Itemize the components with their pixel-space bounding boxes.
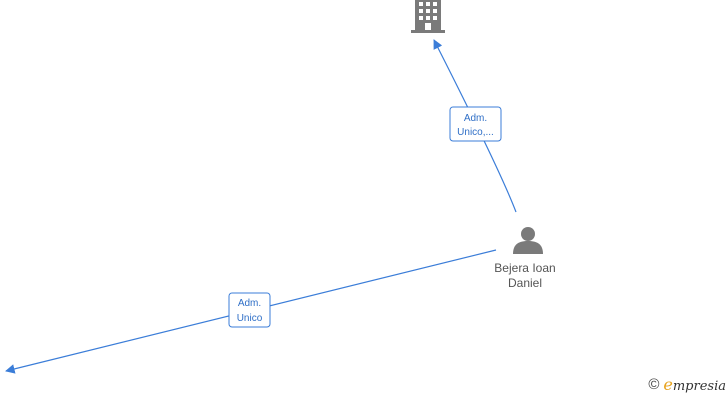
edge-label-1[interactable]: Adm. Unico,...: [449, 106, 502, 142]
person-name-line1: Bejera Ioan: [494, 261, 556, 275]
brand-logo: © empresia: [648, 375, 726, 394]
edge-label-2[interactable]: Adm. Unico: [228, 292, 271, 328]
person-name-line2: Daniel: [507, 276, 543, 290]
brand-name: empresia: [663, 375, 726, 394]
person-name[interactable]: Bejera Ioan Daniel: [465, 261, 585, 291]
edge-label-1-line1: Adm.: [464, 113, 487, 124]
edge-label-1-line2: Unico,...: [457, 127, 494, 138]
edge-to-company: [433, 39, 517, 213]
edge-label-2-line2: Unico: [237, 313, 263, 324]
copyright-symbol: ©: [648, 376, 660, 393]
person-icon[interactable]: [513, 227, 543, 254]
building-icon[interactable]: [411, 0, 445, 33]
edge-label-2-line1: Adm.: [238, 298, 261, 309]
